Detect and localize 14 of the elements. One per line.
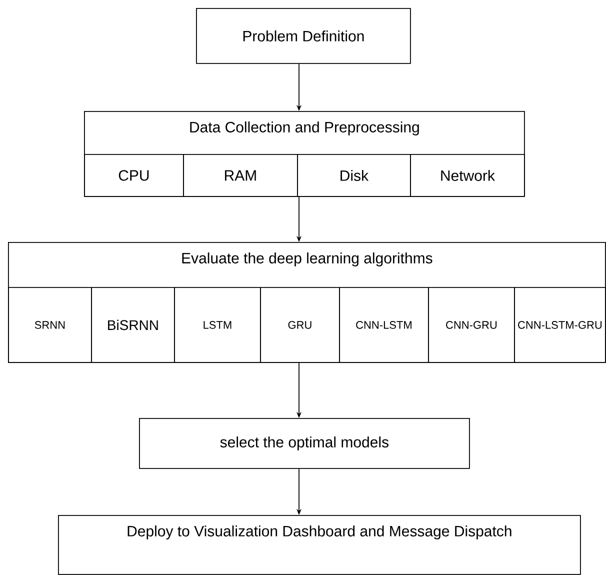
process-box: Problem Definition: [196, 8, 411, 64]
table-cell: RAM: [183, 154, 298, 197]
process-box: select the optimal models: [139, 418, 470, 469]
table-cell: CPU: [84, 154, 184, 197]
table-cell: BiSRNN: [91, 287, 175, 363]
table-cell: CNN-LSTM: [339, 287, 429, 363]
table-cell: GRU: [260, 287, 340, 363]
table-cell: CNN-GRU: [428, 287, 515, 363]
table-cell: CNN-LSTM-GRU: [514, 287, 606, 363]
process-box: Deploy to Visualization Dashboard and Message Dispatch: [58, 515, 581, 575]
table-cell: Network: [410, 154, 525, 197]
table-cell: Disk: [297, 154, 411, 197]
table-cell: LSTM: [174, 287, 261, 363]
table-cell: SRNN: [8, 287, 92, 363]
